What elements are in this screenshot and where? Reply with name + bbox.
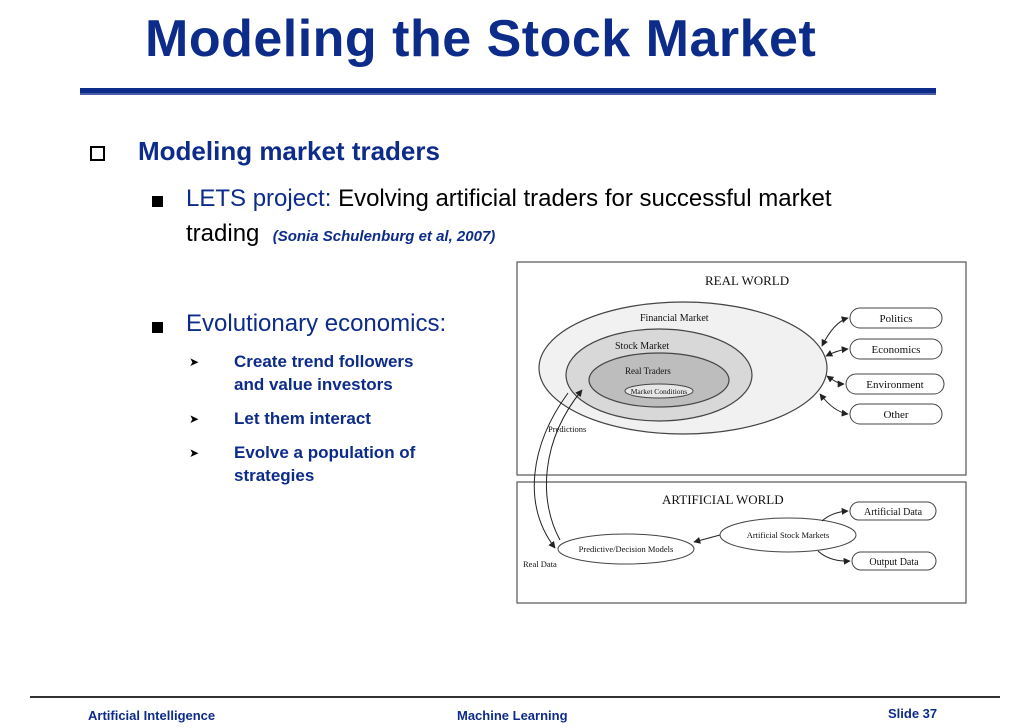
artificial-data-pill [849,501,937,521]
economics-label: Economics [872,344,921,356]
subitem-line: Evolve a population of [234,443,416,462]
market-conditions-label: Market Conditions [631,387,688,396]
environment-label: Environment [866,379,923,391]
market-model-diagram: REAL WORLD Financial Market Stock Market… [516,261,967,604]
stock-market-label: Stock Market [615,341,669,352]
real-traders-label: Real Traders [625,366,671,376]
real-world-label: REAL WORLD [705,273,789,288]
politics-pill [849,307,943,329]
output-data-pill [851,551,937,571]
output-data-label: Output Data [869,557,919,568]
subitem-trend-followers: Create trend followers and value investor… [234,350,414,396]
footer-slide-number: Slide 37 [888,706,938,721]
lets-citation: (Sonia Schulenburg et al, 2007) [272,228,496,245]
other-arrow [819,393,849,417]
models-to-markets-arrow [693,534,721,544]
footer-divider [30,696,1000,698]
bullet-lets-line2: trading (Sonia Schulenburg et al, 2007) [186,220,495,248]
economics-pill [849,338,943,360]
politics-label: Politics [879,313,912,325]
artificial-data-arrow [821,507,849,522]
hollow-square-bullet-icon [90,146,105,161]
environment-pill [845,373,945,395]
output-data-arrow [817,550,851,565]
square-bullet-icon [152,322,163,333]
subitem-interact: Let them interact [234,409,371,428]
real-data-arrow [533,392,569,549]
artificial-stock-markets-label: Artificial Stock Markets [747,530,830,540]
predictive-models-ellipse [557,533,695,565]
subitem-line: strategies [234,466,315,485]
subitem-line: and value investors [234,375,393,394]
artificial-world-label: ARTIFICIAL WORLD [662,492,784,507]
other-pill [849,403,943,425]
footer-topic: Machine Learning [457,708,568,723]
subitem-line: Create trend followers [234,352,414,371]
real-data-label: Real Data [523,559,557,569]
slide-title: Modeling the Stock Market [145,10,817,68]
lets-label: LETS project: [186,185,332,212]
artificial-data-label: Artificial Data [864,507,923,518]
bullet-lets-line1: LETS project: Evolving artificial trader… [186,185,832,213]
arrow-bullet-icon: ➤ [189,355,200,369]
title-underline [80,88,936,95]
slide-heading: Modeling market traders [138,136,440,166]
politics-arrow [821,316,849,347]
arrow-bullet-icon: ➤ [189,446,200,460]
square-bullet-icon [152,196,163,207]
predictive-models-label: Predictive/Decision Models [579,544,674,554]
market-conditions-ellipse [624,383,694,399]
subitem-evolve: Evolve a population of strategies [234,441,415,487]
predictions-label: Predictions [548,424,586,434]
economics-arrow [825,346,849,357]
lets-text-b: trading [186,220,260,247]
footer-course: Artificial Intelligence [88,708,216,723]
predictions-arrow [546,389,583,541]
other-label: Other [883,409,908,421]
environment-arrow [826,375,845,388]
real-traders-ellipse [588,352,730,408]
financial-market-label: Financial Market [640,313,709,324]
arrow-bullet-icon: ➤ [189,412,200,426]
lets-text-a: Evolving artificial traders for successf… [331,185,832,212]
bullet-evolutionary-economics: Evolutionary economics: [186,310,447,337]
